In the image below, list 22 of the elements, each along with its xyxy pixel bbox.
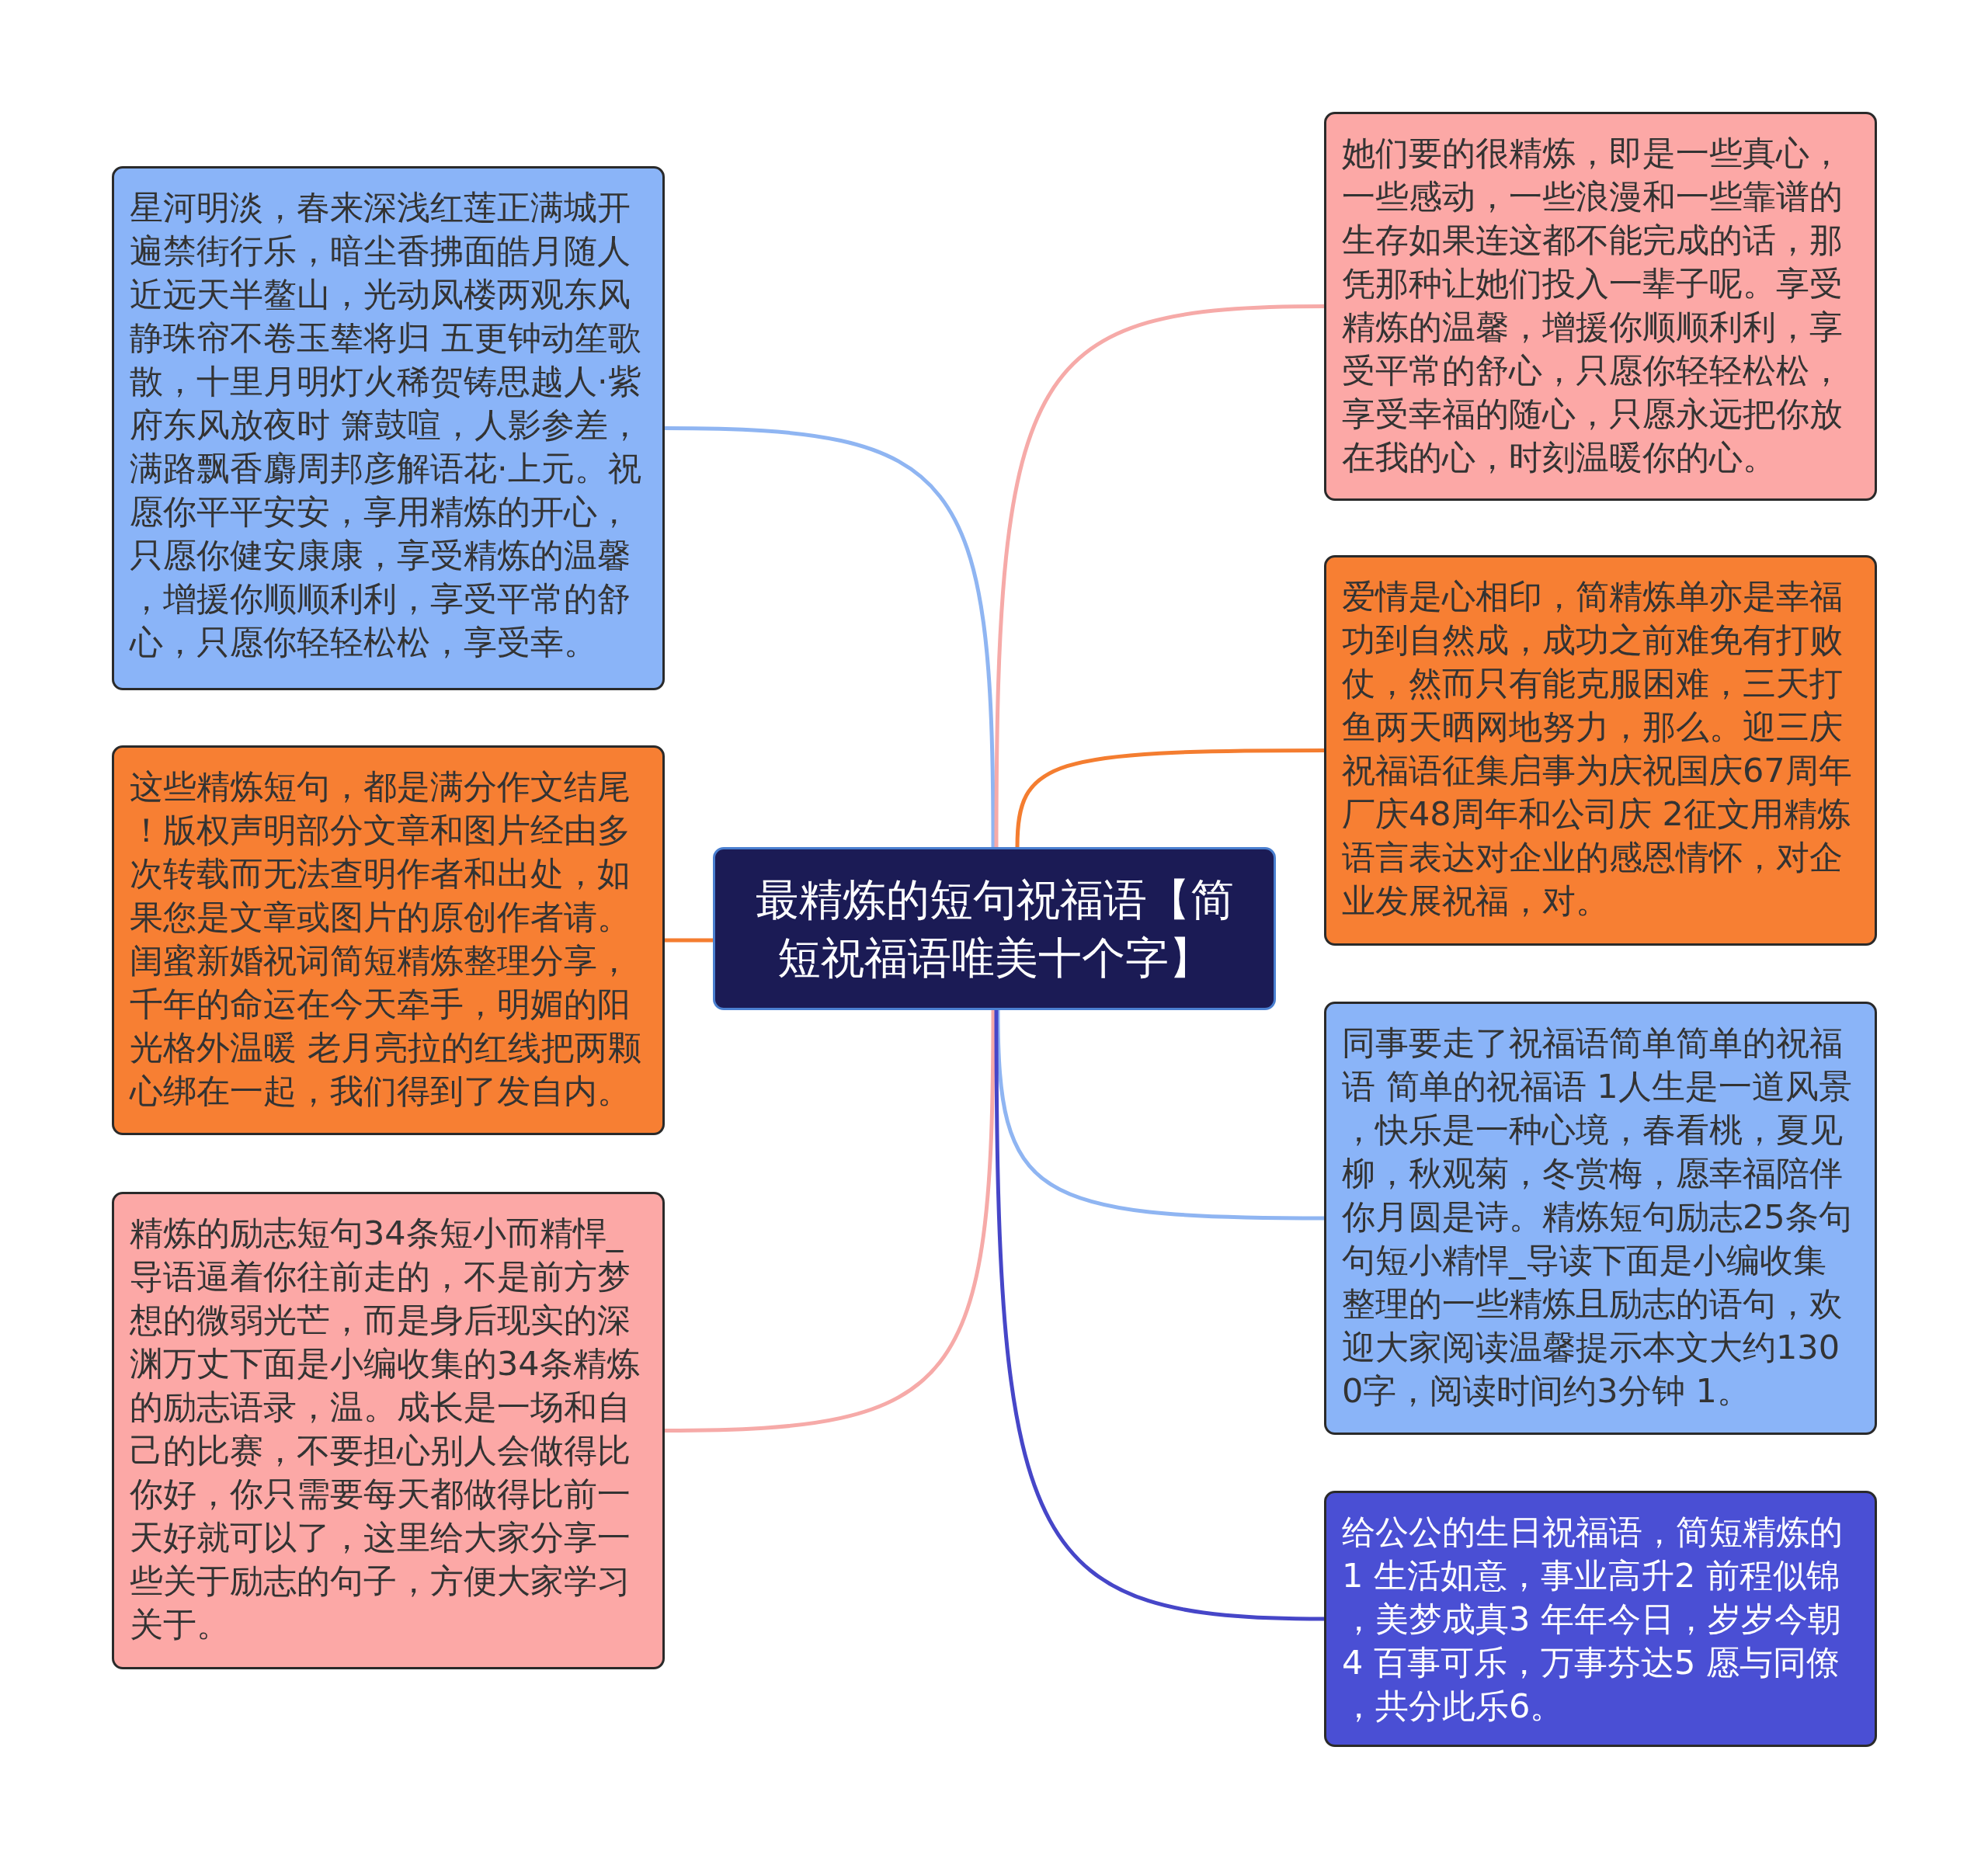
connector-curve: [994, 304, 1325, 847]
connector-curve: [664, 1009, 996, 1433]
topic-box: [112, 745, 665, 1135]
topic-text: 精炼的励志短句34条短小而精悍_导语逼着你往前走的，不是前方梦想的微弱光芒，而是身后现实的深渊万丈下面是小编收集的34条精炼的励志语录，温。成长是一场和自己的比赛，不要担心别人会做得比你好，你只需要每天都做得比前一天好就可以了，这里给大家分享一些关于励志的句子，方便大家学习关于。: [130, 1213, 641, 1645]
connector-curve: [1015, 748, 1324, 848]
connector-curve: [665, 938, 713, 943]
topic-title: 最精炼的短句祝福语【简短祝福语唯美十个字】: [754, 873, 1235, 985]
topic-box: [1324, 112, 1877, 501]
connector-curve: [664, 426, 996, 848]
topic-box: [1324, 555, 1877, 946]
topic-text: 星河明淡，春来深浅红莲正满城开遍禁街行乐，暗尘香拂面皓月随人近远天半鳌山，光动凤楼两观东风静珠帘不卷玉辇将归 五更钟动笙歌散，十里月明灯火稀贺铸思越人·紫府东风放夜时 箫鼓喧，人影参差，满路飘香麝周邦彦解语花·上元。祝愿你平平安安，享用精炼的开心，只愿你健安康康，享受精炼的温馨，增援你顺顺利利，享受平常的舒心，只愿你轻轻松松，享受幸。: [130, 187, 642, 663]
topic-text: 这些精炼短句，都是满分作文结尾！版权声明部分文章和图片经由多次转载而无法查明作者和出处，如果您是文章或图片的原创作者请。闺蜜新婚祝词简短精炼整理分享，千年的命运在今天牵手，明媚的阳光格外温暖 老月亮拉的红线把两颗心绑在一起，我们得到了发自内。: [130, 766, 642, 1112]
topic-text: 同事要走了祝福语简单简单的祝福语 简单的祝福语 1人生是一道风景，快乐是一种心境，春看桃，夏见柳，秋观菊，冬赏梅，愿幸福陪伴你月圆是诗。精炼短句励志25条句句短小精悍_导读下面是小编收集整理的一些精炼且励志的语句，欢迎大家阅读温馨提示本文大约1300字，阅读时间约3分钟 1。: [1342, 1023, 1853, 1412]
topic-box: [1324, 1491, 1877, 1747]
connector-curve: [994, 1010, 1325, 1621]
central-topic-box: [713, 847, 1276, 1010]
topic-box: [112, 1192, 665, 1669]
topic-box: [112, 166, 665, 690]
topic-text: 给公公的生日祝福语，简短精炼的1 生活如意，事业高升2 前程似锦，美梦成真3 年年今日，岁岁今朝4 百事可乐，万事芬达5 愿与同僚，共分此乐6。: [1342, 1512, 1844, 1727]
topic-box: [1324, 1002, 1877, 1435]
topic-text: 她们要的很精炼，即是一些真心，一些感动，一些浪漫和一些靠谱的生存如果连这都不能完成的话，那凭那种让她们投入一辈子呢。享受精炼的温馨，增援你顺顺利利，享受平常的舒心，只愿你轻轻松松，享受幸福的随心，只愿永远把你放在我的心，时刻温暖你的心。: [1342, 133, 1844, 478]
topic-text: 爱情是心相印，简精炼单亦是幸福功到自然成，成功之前难免有打败仗，然而只有能克服困难，三天打鱼两天晒网地努力，那么。迎三庆祝福语征集启事为庆祝国庆67周年厂庆48周年和公司庆 2征文用精炼语言表达对企业的感恩情怀，对企业发展祝福，对。: [1342, 576, 1853, 922]
